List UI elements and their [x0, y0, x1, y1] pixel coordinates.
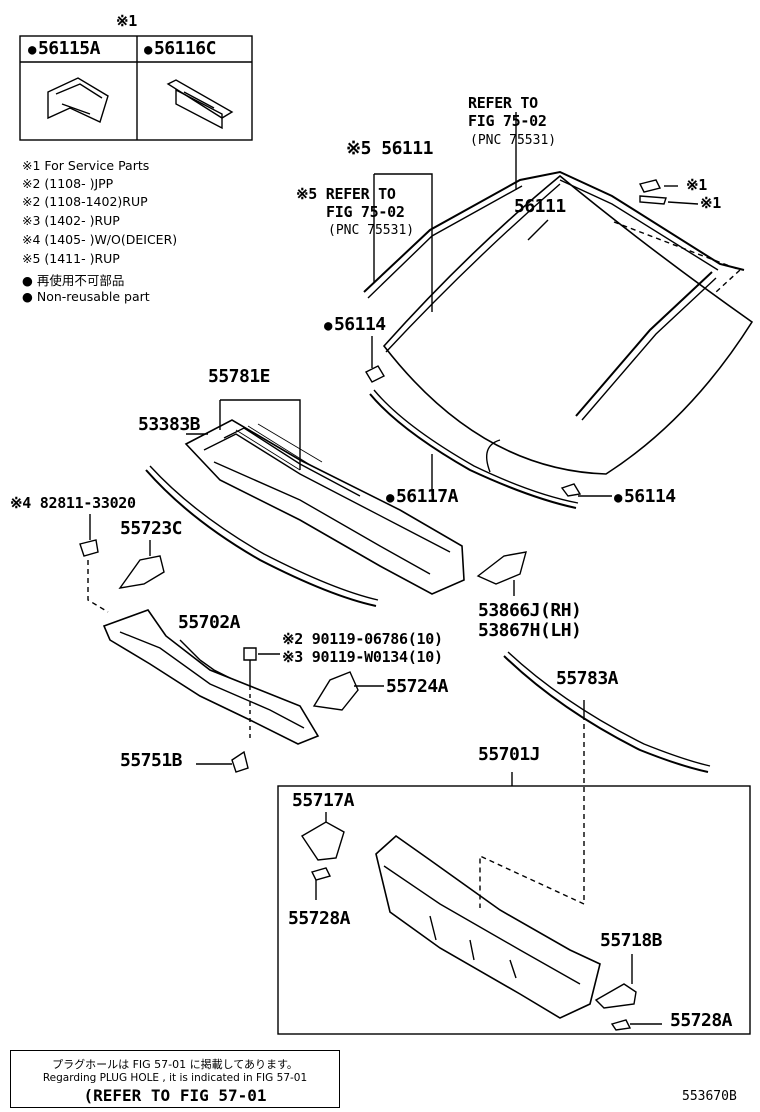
service-mark-b: ※1: [700, 194, 721, 212]
part-56111-top-label[interactable]: ※5 56111: [346, 138, 433, 159]
part-82811-label[interactable]: ※4 82811-33020: [10, 494, 136, 512]
part-55723c-label[interactable]: 55723C: [120, 518, 183, 539]
bolt-90119-06786-label[interactable]: ※2 90119-06786(10): [282, 630, 443, 648]
part-55717a-label[interactable]: 55717A: [292, 790, 355, 811]
part-56114-left-label[interactable]: 56114: [324, 316, 386, 334]
part-55781e-label[interactable]: 55781E: [208, 366, 271, 387]
refer-top-line3: (PNC 75531): [470, 133, 557, 148]
part-56111-label[interactable]: 56111: [514, 196, 566, 217]
note-japanese: プラグホールは FIG 57-01 に掲載してあります。: [52, 1058, 298, 1071]
part-56116c-label[interactable]: 56116C: [144, 40, 217, 58]
legend-line: ● Non-reusable part: [22, 289, 150, 304]
part-55751b-label[interactable]: 55751B: [120, 750, 183, 771]
note-refer-link[interactable]: (REFER TO FIG 57-01: [83, 1086, 267, 1105]
service-parts-box: [19, 35, 253, 141]
legend-line: ※2 (1108-1402)RUP: [22, 194, 148, 209]
legend-line: ※3 (1402- )RUP: [22, 213, 120, 228]
part-56114-right-label[interactable]: 56114: [614, 488, 676, 506]
legend-line: ※2 (1108- )JPP: [22, 176, 114, 191]
part-53867h-label[interactable]: 53867H(LH): [478, 620, 582, 641]
part-55728a-right-label[interactable]: 55728A: [670, 1010, 733, 1031]
cowl-lower-55702a-drawing: [102, 609, 320, 745]
part-56115a-label[interactable]: 56115A: [28, 40, 101, 58]
part-55783a-label[interactable]: 55783A: [556, 668, 619, 689]
weatherstrip-55783a-drawing: [503, 655, 709, 773]
refer-left-line2[interactable]: FIG 75-02: [326, 203, 405, 221]
refer-left-line3: (PNC 75531): [328, 223, 415, 238]
diagram-id: 553670B: [682, 1089, 737, 1104]
part-55701j-label[interactable]: 55701J: [478, 744, 541, 765]
clip-56116c-drawing: [166, 79, 234, 130]
legend-line: ※5 (1411- )RUP: [22, 251, 120, 266]
service-mark-a: ※1: [686, 176, 707, 194]
part-53383b-label[interactable]: 53383B: [138, 414, 201, 435]
cowl-top-panel-drawing: [145, 419, 465, 607]
legend-line: ※4 (1405- )W/O(DEICER): [22, 232, 178, 247]
service-note-mark: ※1: [116, 12, 137, 30]
refer-left-line1: ※5 REFER TO: [296, 185, 396, 203]
legend-line: ※1 For Service Parts: [22, 158, 150, 173]
legend-line: ● 再使用不可部品: [22, 273, 125, 288]
part-55702a-label[interactable]: 55702A: [178, 612, 241, 633]
cowl-panel-55701j-drawing: [375, 834, 601, 1019]
note-english: Regarding PLUG HOLE , it is indicated in…: [42, 1072, 308, 1084]
part-55718b-label[interactable]: 55718B: [600, 930, 663, 951]
bracket-55724a-drawing: [312, 671, 359, 711]
seal-53866j-drawing: [476, 551, 527, 585]
plug-hole-note-box: プラグホールは FIG 57-01 に掲載してあります。 Regarding P…: [10, 1050, 340, 1108]
part-55728a-left-label[interactable]: 55728A: [288, 908, 351, 929]
refer-top-line2[interactable]: FIG 75-02: [468, 112, 547, 130]
clip-56115a-drawing: [47, 77, 109, 123]
part-56117a-label[interactable]: 56117A: [386, 488, 459, 506]
windshield-drawing: [363, 170, 754, 509]
panel-inset-box: [277, 785, 751, 1035]
bracket-55723c-drawing: [118, 555, 165, 589]
bolt-90119-w0134-label[interactable]: ※3 90119-W0134(10): [282, 648, 443, 666]
part-55724a-label[interactable]: 55724A: [386, 676, 449, 697]
part-53866j-label[interactable]: 53866J(RH): [478, 600, 582, 621]
refer-top-line1: REFER TO: [468, 94, 538, 112]
